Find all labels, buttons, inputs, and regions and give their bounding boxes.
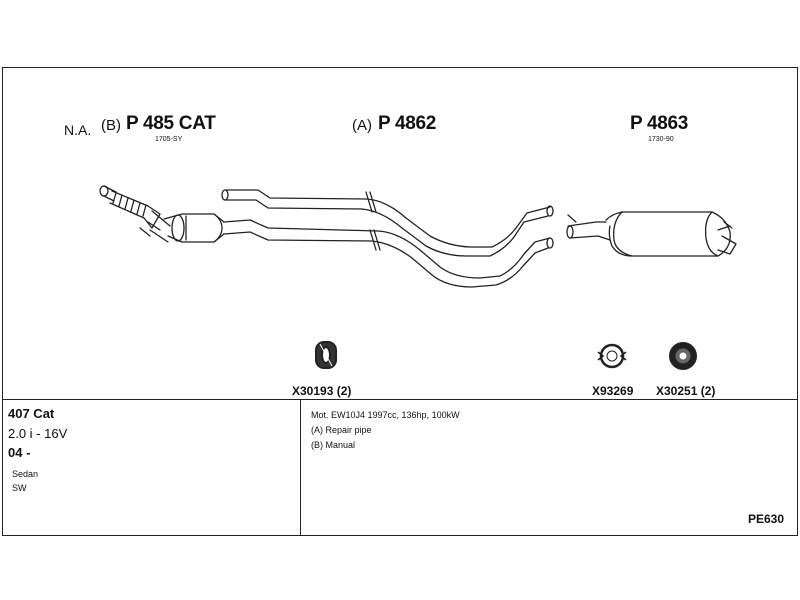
rubber-hanger-icon xyxy=(315,341,337,369)
part-b-number: P 485 CAT xyxy=(126,113,216,134)
engine-note: Mot. EW10J4 1997cc, 136hp, 100kW xyxy=(311,410,460,420)
clamp-icon xyxy=(597,343,627,369)
diagram-code: PE630 xyxy=(748,512,785,526)
vehicle-model: 407 Cat xyxy=(8,406,55,421)
part-b-code: 1705-SY xyxy=(155,136,183,143)
part-b-prefix: (B) xyxy=(101,117,121,134)
part-a-number: P 4862 xyxy=(378,113,437,134)
vehicle-body-sedan: Sedan xyxy=(12,469,39,479)
accessory-label: X93269 xyxy=(592,384,634,398)
rear-muffler-part xyxy=(566,211,737,257)
part-c-number: P 4863 xyxy=(630,113,689,134)
part-a-prefix: (A) xyxy=(352,117,372,134)
na-label: N.A. xyxy=(64,122,92,138)
vehicle-body-sw: SW xyxy=(12,483,27,493)
manual-note: (B) Manual xyxy=(311,440,356,450)
catalytic-converter-part xyxy=(163,213,225,243)
diagram-frame xyxy=(2,67,798,536)
accessory-label: X30251 (2) xyxy=(656,384,716,398)
divider-horizontal xyxy=(3,399,797,400)
vehicle-year: 04 - xyxy=(8,445,31,460)
rubber-mount-icon xyxy=(669,342,697,370)
part-c-code: 1730-90 xyxy=(648,136,674,143)
divider-vertical xyxy=(300,399,301,535)
twin-pipe-part xyxy=(221,189,554,288)
flex-pipe-part xyxy=(99,185,171,243)
repair-pipe-note: (A) Repair pipe xyxy=(311,425,372,435)
accessory-label: X30193 (2) xyxy=(292,384,352,398)
vehicle-engine: 2.0 i - 16V xyxy=(8,426,68,441)
